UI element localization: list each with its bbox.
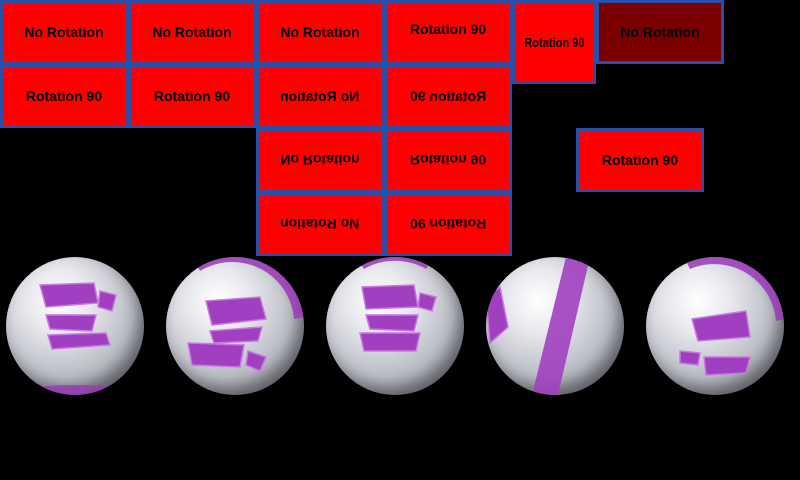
textured-sphere-4: [486, 257, 624, 395]
tile-label: No Rotation: [280, 24, 360, 40]
tile-no-rotation-3[interactable]: No Rotation: [256, 0, 384, 64]
tile-label: No Rotation: [620, 24, 700, 40]
tile-no-rotation-2[interactable]: No Rotation: [128, 0, 256, 64]
tile-rotation-90-1[interactable]: Rotation 90: [384, 0, 512, 64]
tile-label: Rotation 90: [409, 216, 487, 232]
tile-no-rotation-dimmed[interactable]: No Rotation: [596, 0, 724, 64]
tile-label: Rotation 90: [523, 34, 585, 50]
tile-label: Rotation 90: [409, 88, 487, 104]
tile-label: Rotation 90: [25, 88, 103, 104]
tile-label: No Rotation: [280, 216, 360, 232]
tile-label: Rotation 90: [409, 152, 487, 168]
tile-label: Rotation 90: [601, 152, 679, 168]
tile-label: No Rotation: [24, 24, 104, 40]
textured-sphere-2: [166, 257, 304, 395]
textured-sphere-1: [6, 257, 144, 395]
tile-rotation-90-flipped[interactable]: Rotation 90: [384, 128, 512, 192]
tile-no-rotation-1[interactable]: No Rotation: [0, 0, 128, 64]
textured-sphere-3: [326, 257, 464, 395]
tile-rotation-90-2[interactable]: Rotation 90: [0, 64, 128, 128]
tile-rotation-90-standalone[interactable]: Rotation 90: [576, 128, 704, 192]
tile-label: Rotation 90: [409, 21, 487, 37]
tile-no-rotation-mirrored[interactable]: No Rotation: [256, 64, 384, 128]
tile-label: Rotation 90: [153, 88, 231, 104]
tile-rotation-90-3[interactable]: Rotation 90: [128, 64, 256, 128]
tile-label: No Rotation: [152, 24, 232, 40]
tile-no-rotation-rotated-180[interactable]: No Rotation: [256, 192, 384, 256]
tile-rotation-90-narrow[interactable]: Rotation 90: [512, 0, 596, 84]
textured-sphere-5: [646, 257, 784, 395]
tile-label: No Rotation: [280, 88, 360, 104]
tile-rotation-90-rotated-180[interactable]: Rotation 90: [384, 192, 512, 256]
tile-no-rotation-flipped[interactable]: No Rotation: [256, 128, 384, 192]
tile-label: No Rotation: [280, 152, 360, 168]
tile-rotation-90-mirrored[interactable]: Rotation 90: [384, 64, 512, 128]
